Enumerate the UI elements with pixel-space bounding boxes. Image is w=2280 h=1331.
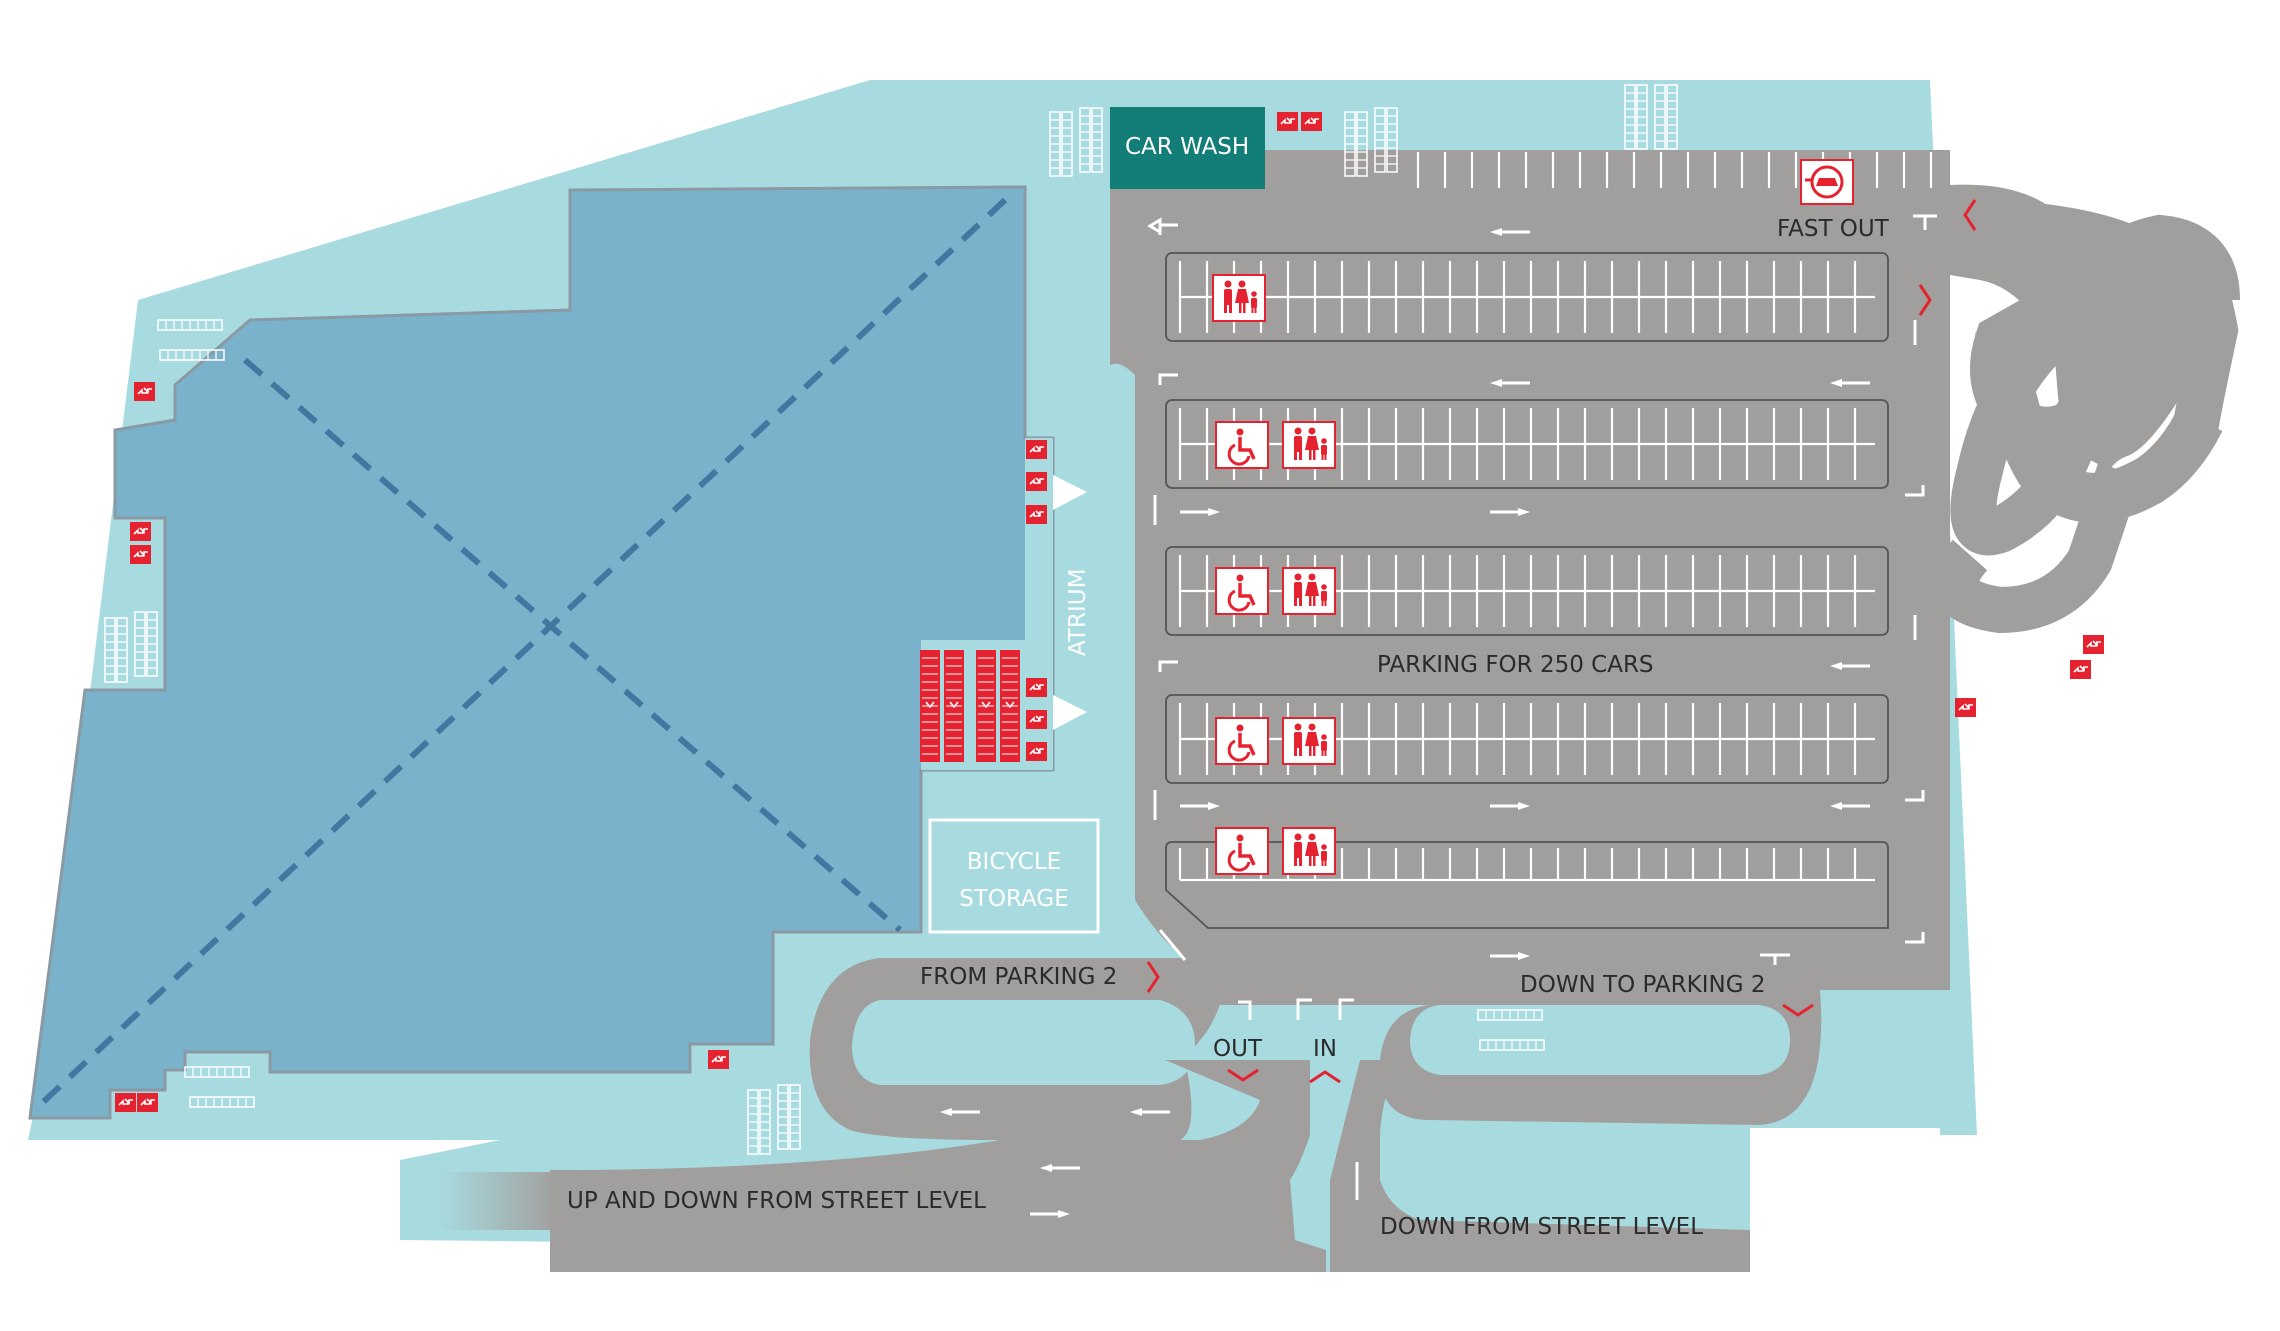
escalator-icon <box>133 381 156 402</box>
chevron-right-icon <box>1146 961 1160 993</box>
chevron-up-icon <box>1309 1070 1341 1084</box>
wheelchair-icon <box>1214 826 1270 876</box>
wheelchair-icon <box>1214 716 1270 766</box>
escalator-icon <box>2082 634 2105 655</box>
building <box>28 185 1055 1120</box>
family-icon <box>1282 421 1336 469</box>
escalator-icon <box>1025 471 1048 492</box>
parking-lot <box>438 150 2240 1272</box>
parking-capacity-label: PARKING FOR 250 CARS <box>1377 652 1654 678</box>
car-wash: CAR WASH <box>1110 107 1265 189</box>
wheelchair-icon <box>1214 566 1270 616</box>
chevron-left-icon <box>1963 199 1977 231</box>
chevron-right-icon <box>1918 284 1932 316</box>
family-icon <box>1282 717 1336 765</box>
escalator-icon <box>114 1092 137 1113</box>
escalator-icon <box>1025 677 1048 698</box>
escalator-icon <box>129 544 152 565</box>
top-stalls <box>1416 152 1933 188</box>
parking-row <box>1165 546 1889 636</box>
entrance-triangle-icon <box>1053 695 1087 730</box>
chevron-down-icon <box>1227 1068 1259 1082</box>
car-wash-label: CAR WASH <box>1125 134 1249 160</box>
up-and-down-label: UP AND DOWN FROM STREET LEVEL <box>567 1188 986 1214</box>
escalator-icon <box>1025 709 1048 730</box>
escalator-icon <box>129 521 152 542</box>
from-parking-2-label: FROM PARKING 2 <box>920 964 1117 990</box>
down-to-parking-2-label: DOWN TO PARKING 2 <box>1520 972 1766 998</box>
wheelchair-icon <box>1214 420 1270 470</box>
escalator-icon <box>707 1049 730 1070</box>
escalator-icon <box>1954 697 1977 718</box>
ev-charging-icon <box>1800 159 1854 205</box>
parking-row <box>1165 252 1889 342</box>
fast-out-label: FAST OUT <box>1777 216 1890 242</box>
in-label: IN <box>1313 1036 1337 1062</box>
map-labels: FAST OUT PARKING FOR 250 CARS FROM PARKI… <box>567 216 1890 1240</box>
bicycle-storage-label-2: STORAGE <box>959 886 1069 912</box>
direction-arrows <box>940 214 1937 1218</box>
chevron-down-icon <box>1782 1003 1814 1017</box>
escalator-icon <box>1025 504 1048 525</box>
family-icon <box>1282 827 1336 875</box>
escalator-icon <box>1300 111 1323 132</box>
family-icon <box>1282 567 1336 615</box>
building-diagonal-b <box>37 197 1008 1108</box>
building-diagonal-a <box>243 357 902 933</box>
escalator-icon <box>1276 111 1299 132</box>
turn-arrow-icon <box>1147 217 1178 235</box>
loop-island-right <box>1410 1005 1790 1075</box>
escalator-icon <box>1025 741 1048 762</box>
out-label: OUT <box>1213 1036 1263 1062</box>
bicycle-storage-label-1: BICYCLE <box>967 849 1061 875</box>
escalator-icon <box>2069 659 2092 680</box>
escalator-icon <box>136 1092 159 1113</box>
down-from-street-label: DOWN FROM STREET LEVEL <box>1380 1214 1703 1240</box>
chevron-icons <box>1146 199 1977 1084</box>
bicycle-storage: BICYCLE STORAGE <box>928 818 1100 934</box>
family-icon <box>1212 274 1266 322</box>
atrium-label: ATRIUM <box>1065 569 1091 656</box>
entrance-triangle-icon <box>1053 475 1087 510</box>
escalator-icon <box>1025 439 1048 460</box>
